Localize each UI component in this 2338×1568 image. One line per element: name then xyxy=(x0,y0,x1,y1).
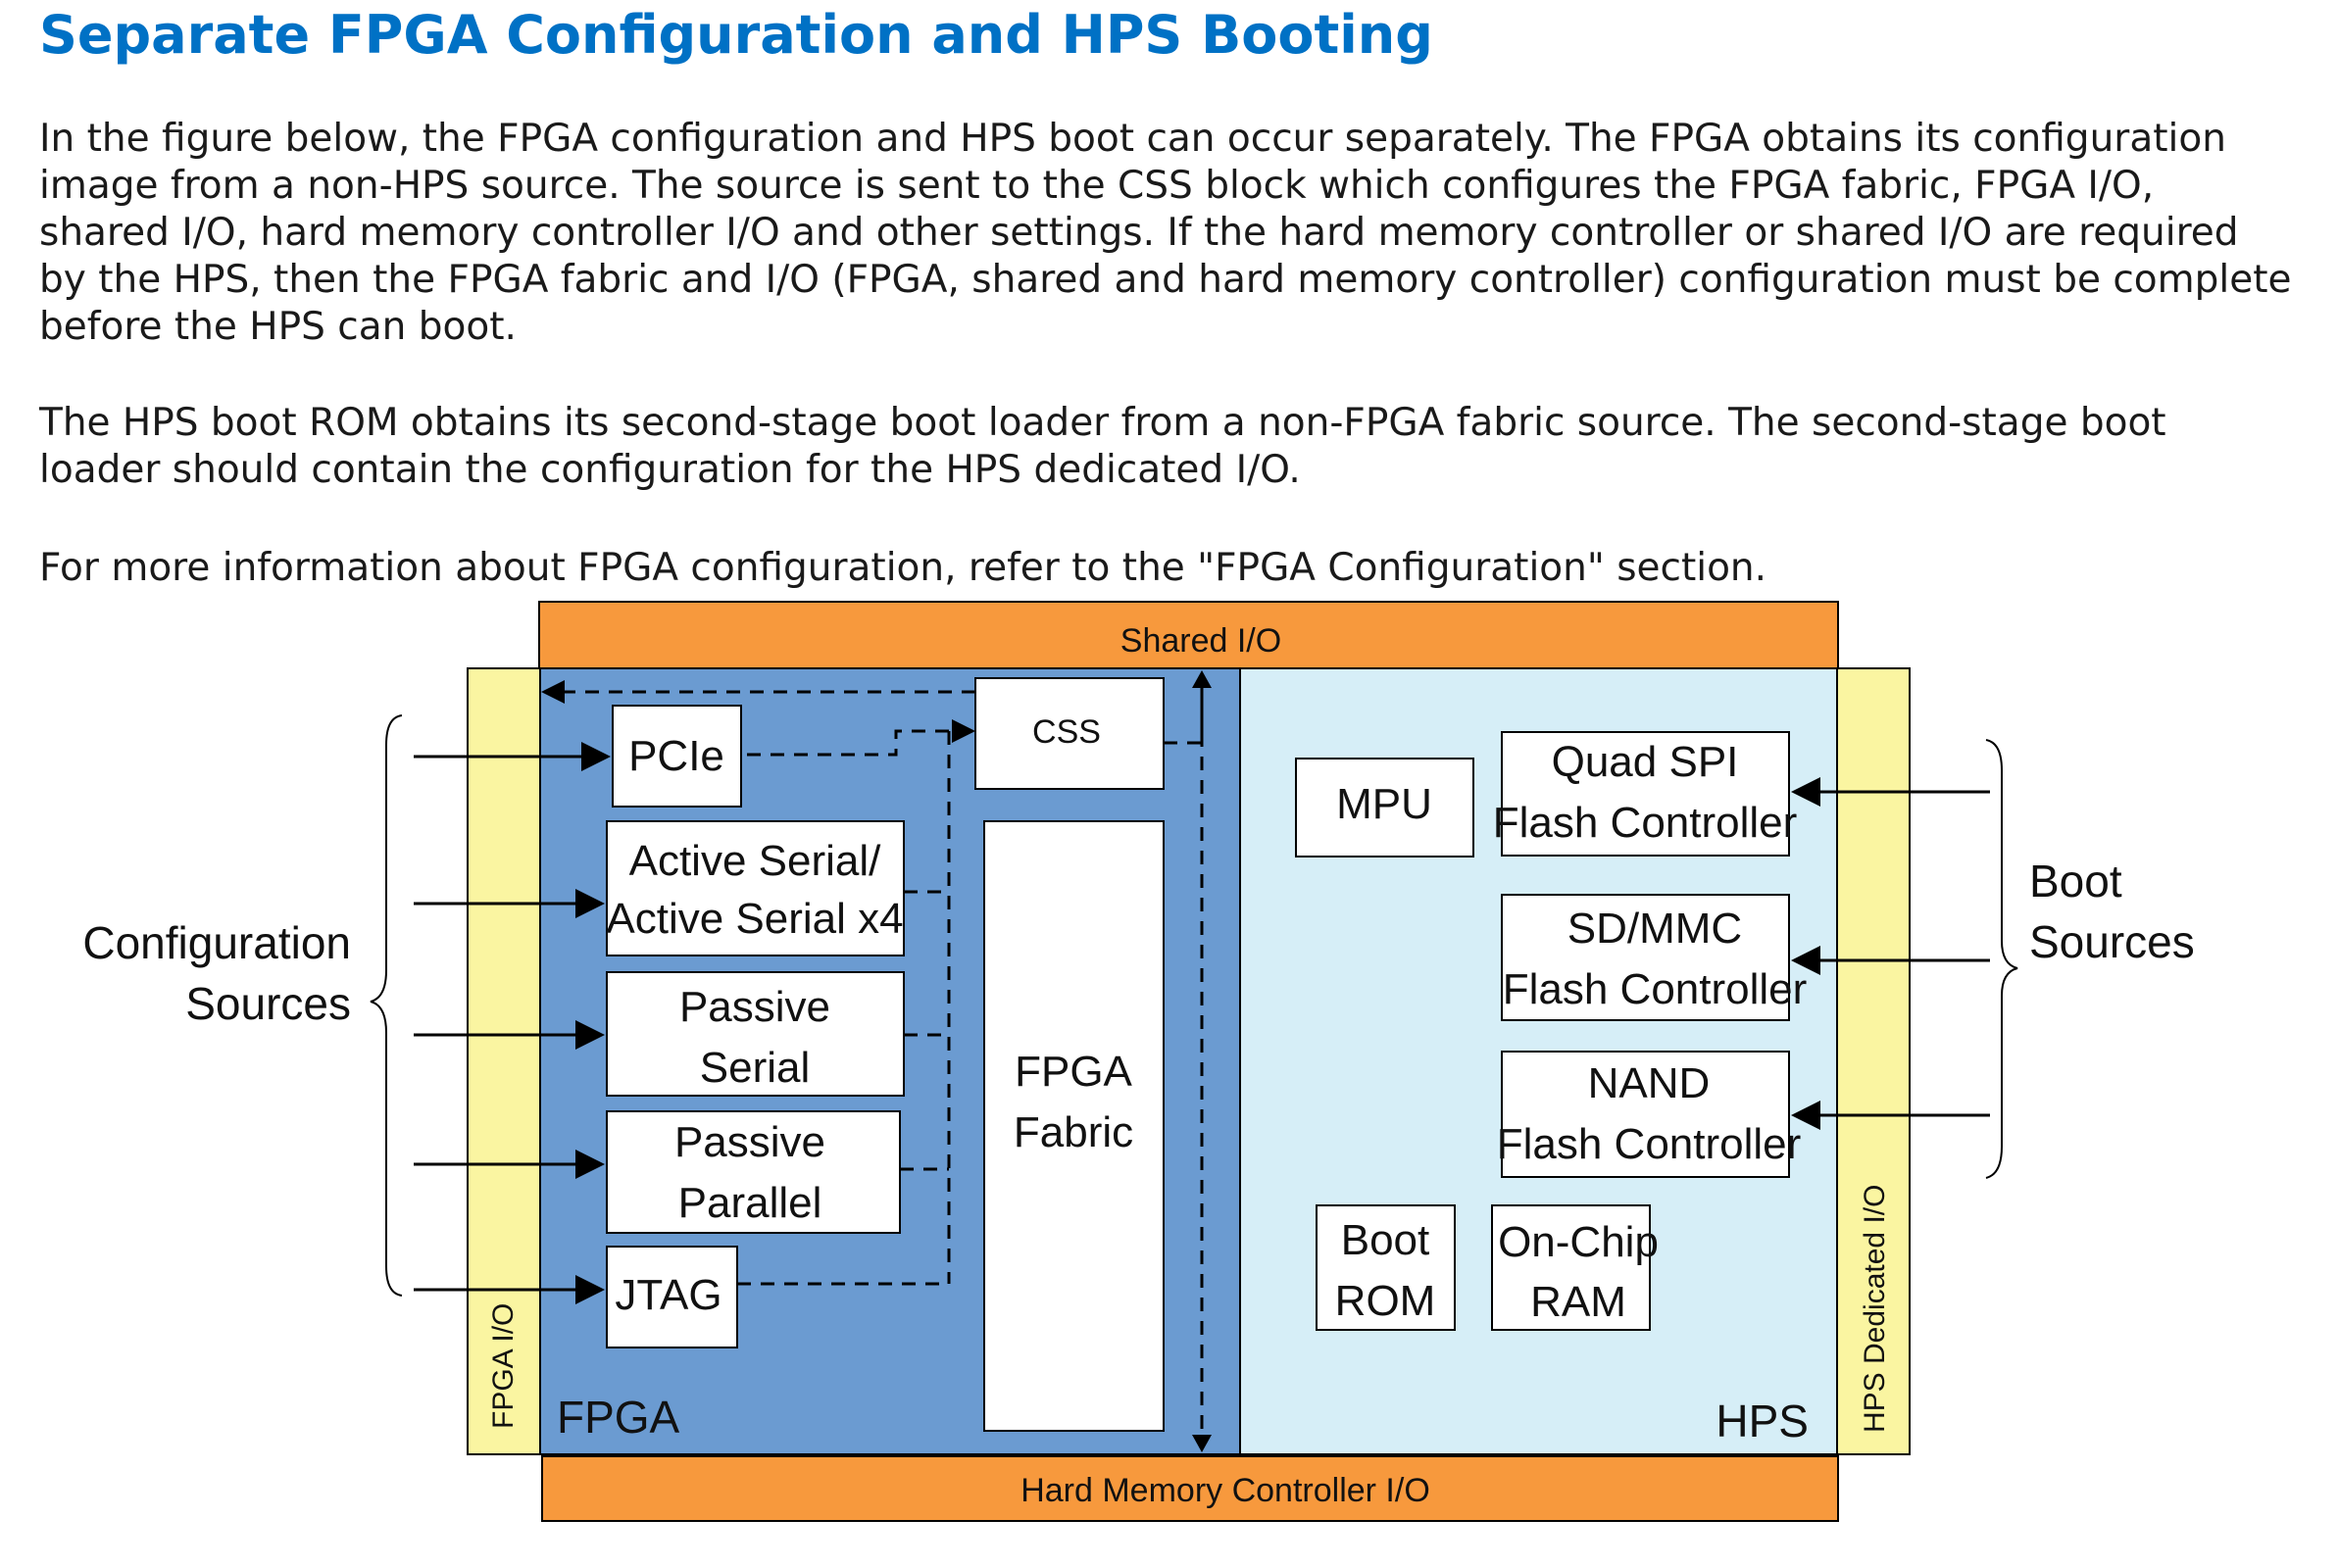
jtag-label: JTAG xyxy=(615,1271,721,1319)
css-label: CSS xyxy=(1032,713,1101,751)
active-serial-line-2: Active Serial x4 xyxy=(606,895,903,943)
boot-sources-brace xyxy=(1985,739,2018,1179)
config-sources-line-1: Configuration xyxy=(82,917,351,968)
sd-mmc-line-1: SD/MMC xyxy=(1567,905,1742,953)
quad-spi-block: Quad SPI Flash Controller xyxy=(1493,731,1798,857)
sd-mmc-line-2: Flash Controller xyxy=(1503,965,1808,1013)
hard-memory-io-label: Hard Memory Controller I/O xyxy=(1020,1472,1430,1509)
fpga-io-label: FPGA I/O xyxy=(487,1303,520,1429)
shared-to-hmc-arrow xyxy=(1192,670,1212,1452)
hps-region-label: HPS xyxy=(1716,1396,1809,1446)
paragraph-intro: In the figure below, the FPGA configurat… xyxy=(39,117,2292,349)
sd-mmc-block: SD/MMC Flash Controller xyxy=(1501,894,1808,1021)
boot-source-arrows xyxy=(1791,777,1990,1130)
nand-block: NAND Flash Controller xyxy=(1497,1051,1802,1178)
nand-line-2: Flash Controller xyxy=(1497,1120,1802,1168)
passive-serial-block: Passive Serial xyxy=(606,971,905,1097)
css-block: CSS xyxy=(974,677,1165,790)
boot-rom-line-1: Boot xyxy=(1341,1216,1430,1264)
fpga-region-label: FPGA xyxy=(557,1392,680,1443)
fpga-io-band: FPGA I/O xyxy=(467,667,541,1455)
fpga-fabric-block: FPGA Fabric xyxy=(983,820,1165,1432)
on-chip-ram-line-1: On-Chip xyxy=(1498,1218,1659,1266)
pcie-label: PCIe xyxy=(628,732,724,780)
arrow-up-icon xyxy=(1192,670,1212,688)
fpga-fabric-line-1: FPGA xyxy=(1015,1048,1132,1096)
config-source-arrows xyxy=(414,742,611,1304)
boot-sources-line-2: Sources xyxy=(2029,916,2195,967)
arrow-down-icon xyxy=(1192,1435,1212,1452)
quad-spi-line-2: Flash Controller xyxy=(1493,799,1798,847)
passive-parallel-line-2: Parallel xyxy=(678,1179,822,1227)
config-sources-line-2: Sources xyxy=(185,978,351,1029)
paragraph-boot-rom: The HPS boot ROM obtains its second-stag… xyxy=(39,401,2166,492)
nand-line-1: NAND xyxy=(1588,1059,1711,1107)
boot-sources-line-1: Boot xyxy=(2029,856,2122,906)
shared-io-label: Shared I/O xyxy=(1120,622,1281,660)
hps-dedicated-io-band: HPS Dedicated I/O xyxy=(1836,667,1911,1455)
on-chip-ram-line-2: RAM xyxy=(1530,1278,1626,1326)
config-dashed-lines xyxy=(541,680,1204,1441)
on-chip-ram-block: On-Chip RAM xyxy=(1491,1204,1659,1331)
active-serial-line-1: Active Serial/ xyxy=(629,837,882,885)
jtag-block: JTAG xyxy=(606,1246,738,1348)
hps-dedicated-io-label: HPS Dedicated I/O xyxy=(1859,1185,1891,1433)
page-title: Separate FPGA Configuration and HPS Boot… xyxy=(39,4,1433,66)
passive-parallel-line-1: Passive xyxy=(674,1118,825,1166)
boot-rom-block: Boot ROM xyxy=(1316,1204,1456,1331)
boot-rom-line-2: ROM xyxy=(1335,1277,1436,1325)
quad-spi-line-1: Quad SPI xyxy=(1552,738,1739,786)
fpga-fabric-line-2: Fabric xyxy=(1014,1108,1133,1156)
shared-io-band: Shared I/O xyxy=(538,601,1839,669)
hard-memory-io-band: Hard Memory Controller I/O xyxy=(541,1455,1839,1522)
passive-serial-line-2: Serial xyxy=(700,1044,811,1092)
active-serial-block: Active Serial/ Active Serial x4 xyxy=(606,820,905,956)
passive-parallel-block: Passive Parallel xyxy=(606,1110,901,1234)
passive-serial-line-1: Passive xyxy=(679,983,830,1031)
mpu-block: MPU xyxy=(1295,758,1474,858)
paragraph-more-info: For more information about FPGA configur… xyxy=(39,546,1767,590)
config-sources-brace xyxy=(370,714,403,1297)
mpu-label: MPU xyxy=(1336,780,1432,828)
pcie-block: PCIe xyxy=(612,705,742,808)
